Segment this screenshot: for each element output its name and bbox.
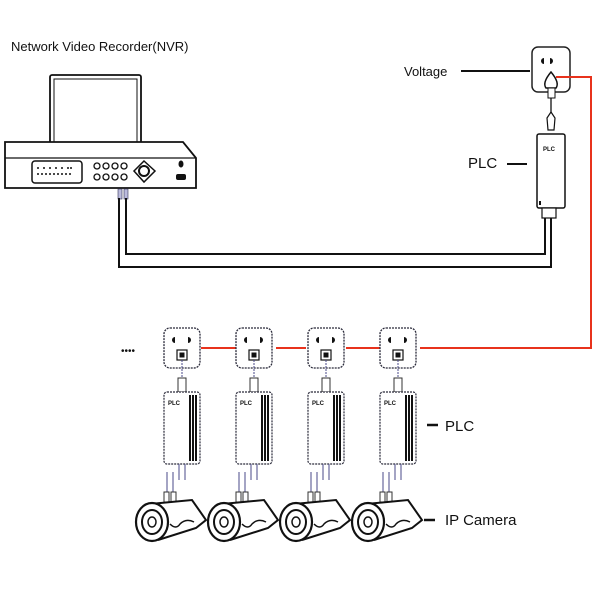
plc-main-device-text: PLC: [543, 147, 556, 153]
power-line: [201, 76, 592, 349]
nvr-label: Network Video Recorder(NVR): [11, 39, 189, 54]
voltage-label: Voltage: [404, 64, 447, 79]
plc-row-label: PLC: [445, 418, 474, 435]
voltage-outlet: [531, 46, 571, 131]
nvr-device: [4, 74, 197, 200]
ip-camera-3: [278, 470, 352, 543]
ip-camera-label: IP Camera: [445, 512, 517, 529]
plc-1: [163, 377, 201, 481]
plc-main-label: PLC: [468, 155, 497, 172]
ip-camera-4: [350, 470, 424, 543]
ip-camera-2: [206, 470, 280, 543]
plc-3: [307, 377, 345, 481]
plug-wires: [181, 360, 399, 378]
plc-2: [235, 377, 273, 481]
monitor: [49, 74, 142, 158]
more-devices-ellipsis: ••••: [121, 346, 136, 357]
ip-camera-1: [134, 470, 208, 543]
ethernet-cable-nvr-plc: [118, 198, 552, 268]
nvr-connector: [117, 188, 129, 200]
plc-main-device: PLC: [536, 133, 566, 219]
recorder-box: [4, 141, 197, 189]
plc-4: [379, 377, 417, 481]
